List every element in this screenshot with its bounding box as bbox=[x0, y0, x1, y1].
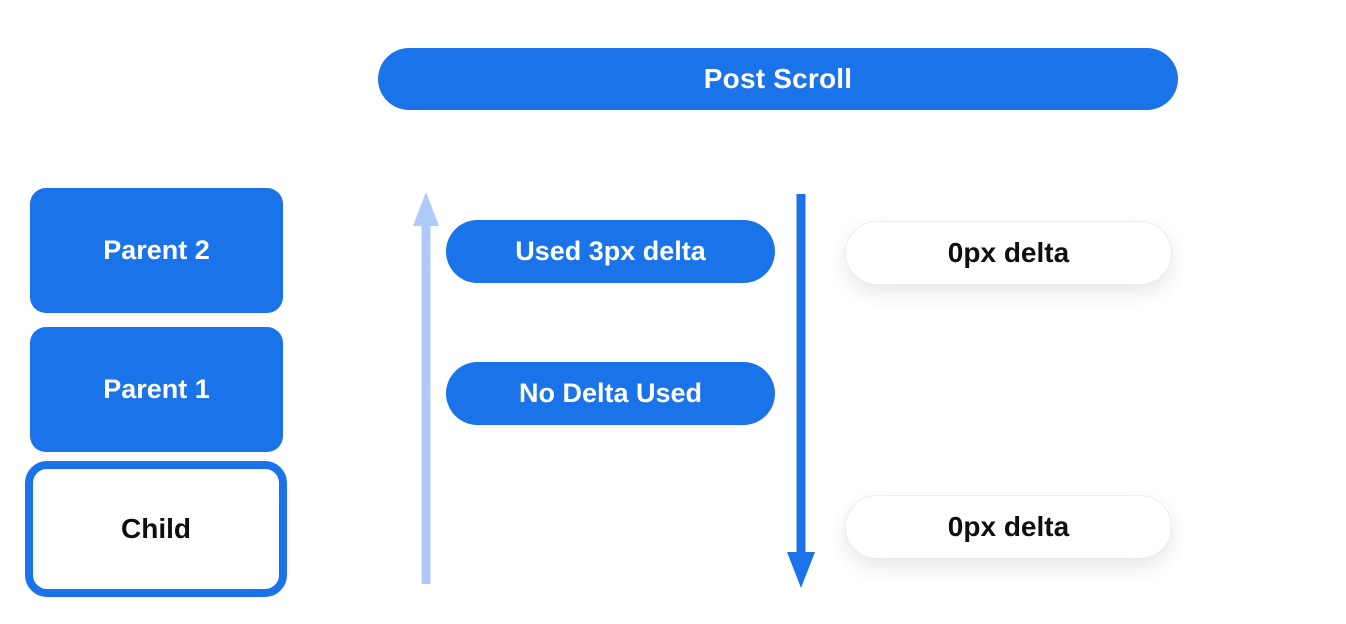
used-delta-pill: Used 3px delta bbox=[446, 220, 775, 283]
post-scroll-label: Post Scroll bbox=[703, 63, 853, 94]
child-label: Child bbox=[121, 513, 191, 544]
no-delta-label: No Delta Used bbox=[518, 378, 703, 408]
zero-delta-pill-top: 0px delta bbox=[845, 221, 1172, 285]
zero-delta-pill-bottom: 0px delta bbox=[845, 495, 1172, 559]
post-scroll-banner: Post Scroll bbox=[378, 48, 1178, 110]
zero-delta-label-bottom: 0px delta bbox=[947, 511, 1070, 542]
parent-2-box: Parent 2 bbox=[30, 188, 283, 313]
parent-1-label: Parent 1 bbox=[103, 374, 210, 404]
zero-delta-label-top: 0px delta bbox=[947, 237, 1070, 268]
scroll-up-arrow-icon bbox=[413, 192, 439, 584]
child-box: Child bbox=[25, 461, 287, 597]
used-delta-label: Used 3px delta bbox=[515, 236, 706, 266]
parent-2-label: Parent 2 bbox=[103, 235, 210, 265]
scroll-down-arrow-icon bbox=[787, 194, 815, 588]
parent-1-box: Parent 1 bbox=[30, 327, 283, 452]
no-delta-pill: No Delta Used bbox=[446, 362, 775, 425]
